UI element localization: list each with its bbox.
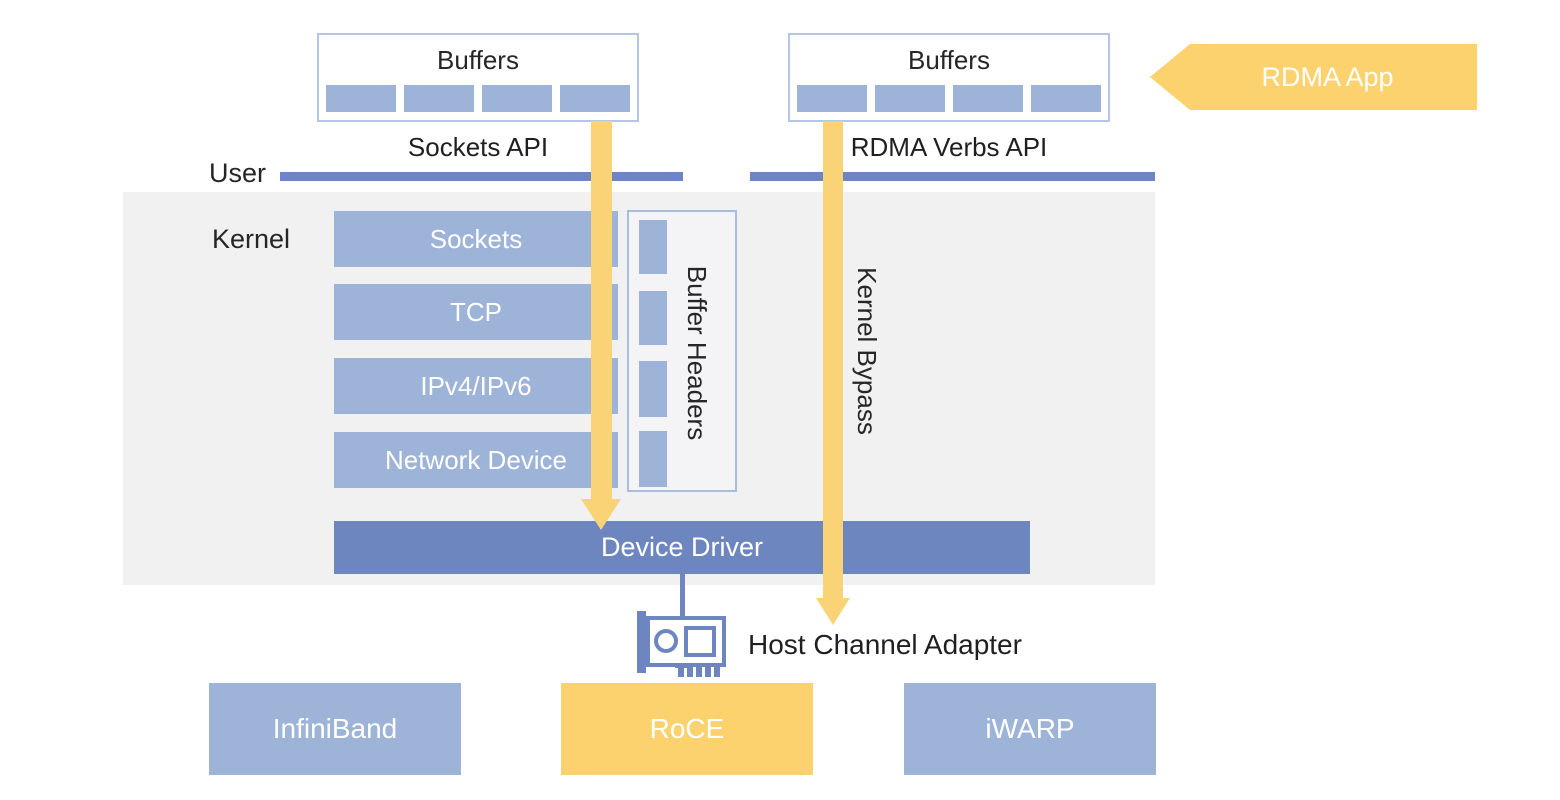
rdma-verbs-api-label: RDMA Verbs API xyxy=(850,132,1048,162)
stack-box-ipv4-ipv6: IPv4/IPv6 xyxy=(334,358,618,414)
buffer-cell xyxy=(1031,85,1101,112)
driver-to-adapter-connector xyxy=(680,574,685,620)
sockets-api-label: Sockets API xyxy=(407,132,549,162)
buffer-header-cell xyxy=(639,291,667,345)
stack-box-tcp: TCP xyxy=(334,284,618,340)
buffer-cell xyxy=(797,85,867,112)
buffer-row xyxy=(797,85,1101,112)
buffer-cell xyxy=(404,85,474,112)
buffers-box-rdma: Buffers xyxy=(788,33,1110,122)
device-driver-bar: Device Driver xyxy=(334,521,1030,574)
buffer-headers-label: Buffer Headers xyxy=(682,265,712,441)
transport-box-infiniband: InfiniBand xyxy=(209,683,461,775)
buffer-header-cell xyxy=(639,361,667,417)
buffer-cell xyxy=(560,85,630,112)
rdma-app-label: RDMA App xyxy=(1261,62,1394,92)
host-channel-adapter-label: Host Channel Adapter xyxy=(748,629,1022,660)
rdma-app-arrow: RDMA App xyxy=(1150,44,1477,110)
buffers-title: Buffers xyxy=(908,45,990,75)
kernel-space-label: Kernel xyxy=(211,224,291,254)
buffer-row xyxy=(326,85,630,112)
buffer-cell xyxy=(326,85,396,112)
buffer-cell xyxy=(482,85,552,112)
buffers-box-sockets: Buffers xyxy=(317,33,639,122)
buffer-header-cell xyxy=(639,220,667,274)
buffer-headers-box: Buffer Headers xyxy=(627,210,737,492)
transport-box-roce: RoCE xyxy=(561,683,813,775)
sockets-path-arrow-shaft xyxy=(591,121,612,499)
kernel-bypass-arrow-shaft xyxy=(823,121,843,598)
sockets-api-boundary-bar xyxy=(280,172,683,181)
buffers-title: Buffers xyxy=(437,45,519,75)
stack-box-network-device: Network Device xyxy=(334,432,618,488)
rdma-verbs-api-boundary-bar xyxy=(750,172,1155,181)
network-card-icon xyxy=(637,611,726,677)
transport-box-iwarp: iWARP xyxy=(904,683,1156,775)
kernel-bypass-label: Kernel Bypass xyxy=(852,267,882,435)
user-space-label: User xyxy=(208,158,266,188)
sockets-path-arrow-head-icon xyxy=(581,499,621,530)
buffer-cell xyxy=(953,85,1023,112)
buffer-cell xyxy=(875,85,945,112)
stack-box-sockets: Sockets xyxy=(334,211,618,267)
kernel-bypass-arrow-head-icon xyxy=(816,598,850,625)
buffer-header-cell xyxy=(639,431,667,487)
